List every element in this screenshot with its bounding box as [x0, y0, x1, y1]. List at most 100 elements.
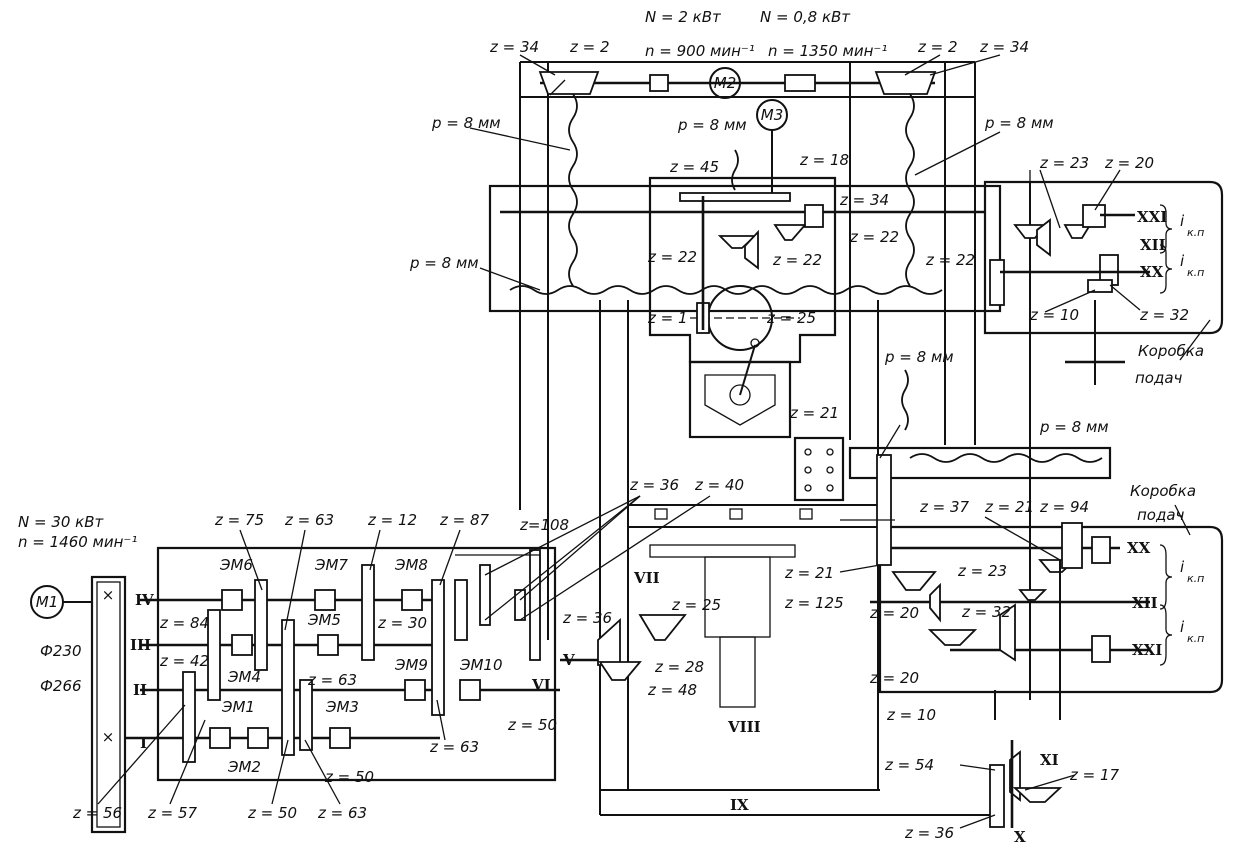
z125-label: z = 125 [784, 594, 844, 612]
clutch-em6: ЭМ6 [219, 556, 253, 574]
clutch-em4: ЭМ4 [227, 668, 261, 686]
fbl-ikp1-sub: к.п [1187, 572, 1204, 585]
fbl-z23: z = 23 [957, 562, 1007, 580]
clutch-em8: ЭМ8 [394, 556, 428, 574]
m1-name: M1 [36, 593, 59, 611]
z2r-label: z = 2 [917, 38, 958, 56]
fbu-XXI: XXI [1137, 208, 1167, 226]
feed-box-lower [870, 454, 1224, 828]
z34l-label: z = 34 [489, 38, 539, 56]
z50c-label: z = 50 [507, 716, 557, 734]
z12-label: z = 12 [367, 511, 417, 529]
z108-label: z=108 [519, 516, 569, 534]
z22c-label: z = 22 [772, 251, 822, 269]
pulley-d1: Ф230 [40, 642, 82, 660]
leader-lines [97, 54, 1211, 829]
fbl-ikp1: i [1180, 558, 1185, 576]
fbl-label-1: Коробка [1130, 482, 1196, 500]
pulley-d2: Ф266 [40, 677, 82, 695]
shaft-X: X [1014, 828, 1026, 846]
shaft-XI: XI [1040, 751, 1059, 769]
fbu-z10: z = 10 [1029, 306, 1079, 324]
z87-label: z = 87 [439, 511, 490, 529]
fbl-ikp2-sub: к.п [1187, 632, 1204, 645]
shaft-VIII: VIII [727, 718, 761, 736]
fbl-z36: z = 36 [904, 824, 954, 842]
fbl-z21c: z = 21 [984, 498, 1034, 516]
z75-label: z = 75 [214, 511, 264, 529]
z21a-label: z = 21 [784, 564, 834, 582]
m3-speed: n = 1350 мин⁻¹ [768, 42, 887, 60]
shaft-III: III [130, 636, 151, 654]
z22a-label: z = 22 [849, 228, 899, 246]
fbl-z10: z = 10 [886, 706, 936, 724]
svg-text:×: × [102, 586, 115, 604]
shaft-VI: VI [531, 676, 551, 694]
fbu-z32: z = 32 [1139, 306, 1189, 324]
z63a-label: z = 63 [317, 804, 367, 822]
z18-label: z = 18 [799, 151, 849, 169]
clutch-em2: ЭМ2 [227, 758, 261, 776]
z56-label: z = 56 [72, 804, 122, 822]
z34r-label: z = 34 [979, 38, 1029, 56]
fbu-XII: XII [1140, 236, 1166, 254]
fbl-z20a: z = 20 [869, 604, 919, 622]
fbu-XX: XX [1140, 263, 1164, 281]
z36b-label: z = 36 [562, 609, 612, 627]
fbl-z37: z = 37 [919, 498, 970, 516]
m3-name: M3 [761, 106, 784, 124]
shaft-IV: IV [135, 591, 154, 609]
z42-label: z = 42 [159, 652, 209, 670]
shaft-I: I [140, 734, 147, 752]
m2-power: N = 2 кВт [645, 8, 722, 26]
clutch-em7: ЭМ7 [314, 556, 348, 574]
z2l-label: z = 2 [569, 38, 610, 56]
fbl-ikp2: i [1180, 618, 1185, 636]
shaft-VII: VII [633, 569, 660, 587]
clutch-em10: ЭМ10 [459, 656, 503, 674]
shaft-II: II [133, 681, 147, 699]
z1-label: z = 1 [647, 309, 688, 327]
z25b-label: z = 25 [766, 309, 816, 327]
main-gearbox: × × [30, 546, 687, 834]
fbu-z20: z = 20 [1104, 154, 1154, 172]
m2-speed: n = 900 мин⁻¹ [645, 42, 755, 60]
m1-power: N = 30 кВт [18, 513, 105, 531]
clutch-em3: ЭМ3 [325, 698, 359, 716]
p3-label: p = 8 мм [984, 114, 1054, 132]
fbu-ikp1-sub: к.п [1187, 226, 1204, 239]
clutch-em9: ЭМ9 [394, 656, 428, 674]
fbu-z23: z = 23 [1039, 154, 1089, 172]
fbl-z17: z = 17 [1069, 766, 1120, 784]
z63d-label: z = 63 [429, 738, 479, 756]
fbl-z94: z = 94 [1039, 498, 1089, 516]
z63c-label: z = 63 [307, 671, 357, 689]
z45-label: z = 45 [669, 158, 719, 176]
z36a-label: z = 36 [629, 476, 679, 494]
clutch-em1: ЭМ1 [221, 698, 255, 716]
z30-label: z = 30 [377, 614, 427, 632]
fbl-z32: z = 32 [961, 603, 1011, 621]
p4-label: p = 8 мм [409, 254, 479, 272]
feed-box-upper [983, 180, 1224, 700]
z28-label: z = 28 [654, 658, 704, 676]
p1-label: p = 8 мм [431, 114, 501, 132]
z57-label: z = 57 [147, 804, 198, 822]
braces [1159, 204, 1173, 666]
fbu-ikp1: i [1180, 212, 1185, 230]
fbl-XXI: XXI [1132, 641, 1162, 659]
fbl-XX: XX [1127, 539, 1151, 557]
z34h-label: z = 34 [839, 191, 889, 209]
m2-name: M2 [714, 74, 737, 92]
machine-frame [488, 61, 1112, 816]
p5-label: p = 8 мм [884, 348, 954, 366]
clutch-em5: ЭМ5 [307, 611, 341, 629]
labels: N = 30 кВт n = 1460 мин⁻¹ M1 N = 2 кВт n… [18, 8, 1204, 846]
z50b-label: z = 50 [324, 768, 374, 786]
top-drive [500, 67, 1103, 463]
z84-label: z = 84 [159, 614, 209, 632]
fbu-label-2: подач [1135, 369, 1183, 387]
fbl-z20b: z = 20 [869, 669, 919, 687]
z63b-label: z = 63 [284, 511, 334, 529]
fbu-z22: z = 22 [925, 251, 975, 269]
